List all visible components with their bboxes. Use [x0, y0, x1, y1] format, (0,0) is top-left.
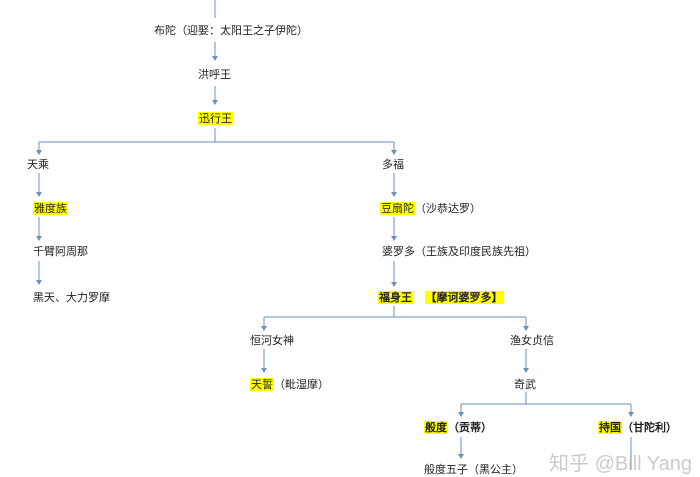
node-fu-shen-wang: 福身王 【摩诃婆罗多】: [378, 290, 504, 305]
node-ya-du-zu: 雅度族: [33, 201, 68, 216]
node-heng-he-nv-shen-name: 恒河女神: [250, 334, 294, 347]
node-ya-du-zu-name: 雅度族: [33, 202, 68, 215]
node-po-luo-duo: 婆罗多（王族及印度民族先祖）: [382, 244, 536, 259]
node-chi-guo-name: 持国: [598, 421, 622, 434]
arrow-wuzi: [458, 454, 464, 459]
arrow-qianbi: [36, 236, 42, 241]
arrow-fushen: [391, 282, 397, 287]
node-fu-shen-wang-name: 福身王: [378, 291, 413, 304]
node-yu-nv-zhen-xin: 渔女贞信: [510, 333, 554, 348]
arrow-qiwu: [523, 368, 529, 373]
node-dou-shan-tuo-name: 豆扇陀: [380, 202, 415, 215]
arrow-duofu: [391, 150, 397, 155]
watermark: 知乎 @Bill Yang: [549, 453, 692, 475]
node-qian-bi-a-zhou-na-name: 千臂阿周那: [33, 245, 88, 258]
arrow-tianshi: [261, 368, 267, 373]
node-fu-shen-wang-note: 【摩诃婆罗多】: [424, 291, 504, 304]
node-tian-cheng-name: 天乘: [27, 158, 49, 171]
node-po-luo-duo-name: 婆罗多: [382, 245, 415, 258]
node-duo-fu: 多福: [382, 157, 404, 172]
node-budha-name: 布陀: [154, 24, 176, 37]
arrow-henghe: [261, 326, 267, 331]
node-budha: 布陀（迎娶：太阳王之子伊陀）: [154, 23, 308, 38]
arrow-xunxing: [212, 100, 218, 105]
node-qi-wu: 奇武: [514, 377, 536, 392]
arrow-chiguo: [628, 412, 634, 417]
node-chi-guo-note: （甘陀利）: [622, 421, 677, 434]
node-ban-du: 般度（贡蒂）: [424, 420, 492, 435]
node-budha-note: （迎娶：太阳王之子伊陀）: [176, 24, 308, 37]
node-heng-he-nv-shen: 恒河女神: [250, 333, 294, 348]
node-tian-shi-name: 天誓: [250, 378, 274, 391]
arrow-tiancheng: [36, 150, 42, 155]
arrow-yadu: [36, 192, 42, 197]
node-tian-cheng: 天乘: [27, 157, 49, 172]
node-hong-hu-wang-name: 洪呼王: [198, 68, 231, 81]
arrow-bandu: [458, 412, 464, 417]
node-ban-du-note: （贡蒂）: [448, 421, 492, 434]
node-yu-nv-zhen-xin-name: 渔女贞信: [510, 334, 554, 347]
node-chi-guo: 持国（甘陀利）: [598, 420, 677, 435]
node-po-luo-duo-note: （王族及印度民族先祖）: [415, 245, 536, 258]
node-hei-tian: 黑天、大力罗摩: [33, 290, 110, 305]
node-xun-xing-wang-name: 迅行王: [198, 112, 233, 125]
node-ban-du-name: 般度: [424, 421, 448, 434]
node-xun-xing-wang: 迅行王: [198, 111, 233, 126]
node-hei-tian-name: 黑天、大力罗摩: [33, 291, 110, 304]
arrow-heitian: [36, 280, 42, 285]
node-tian-shi: 天誓（毗湿摩）: [250, 377, 329, 392]
node-qi-wu-name: 奇武: [514, 378, 536, 391]
arrow-yunv: [523, 326, 529, 331]
node-dou-shan-tuo: 豆扇陀（沙恭达罗）: [380, 201, 481, 216]
node-dou-shan-tuo-note: （沙恭达罗）: [415, 202, 481, 215]
arrow-doushan: [391, 192, 397, 197]
arrow-poluo: [391, 236, 397, 241]
node-tian-shi-note: （毗湿摩）: [274, 378, 329, 391]
node-duo-fu-name: 多福: [382, 158, 404, 171]
node-qian-bi-a-zhou-na: 千臂阿周那: [33, 244, 88, 259]
node-hong-hu-wang: 洪呼王: [198, 67, 231, 82]
arrow-honghu: [212, 56, 218, 61]
